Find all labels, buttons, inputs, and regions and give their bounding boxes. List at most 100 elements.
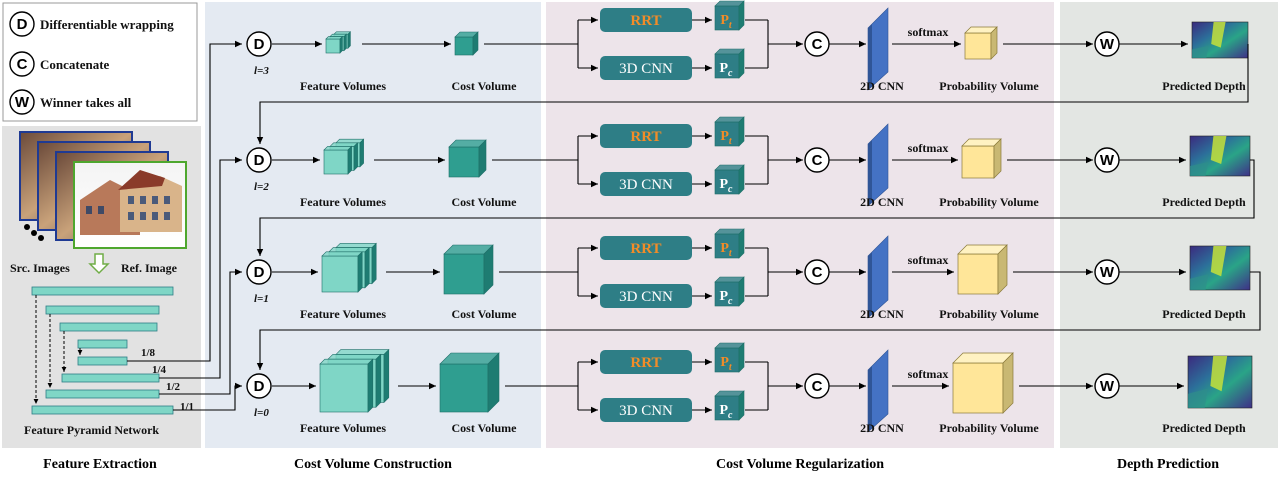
cnn3d-label: 3D CNN xyxy=(619,403,673,419)
fpn-bar xyxy=(77,339,128,349)
predicted-depth-label: Predicted Depth xyxy=(1162,79,1246,93)
wta-symbol-label: W xyxy=(1100,378,1115,395)
building-illustration xyxy=(80,170,182,235)
cnn2d-label: 2D CNN xyxy=(860,421,904,435)
pt-volume xyxy=(714,116,745,147)
level-label: l=3 xyxy=(254,65,269,77)
pc-main: P xyxy=(719,289,728,304)
legend-item-wta: W Winner takes all xyxy=(9,89,132,115)
predicted-depth-label: Predicted Depth xyxy=(1162,421,1246,435)
level-label: l=2 xyxy=(254,181,269,193)
wta-symbol-label: W xyxy=(1100,36,1115,53)
image-stack xyxy=(19,131,187,249)
probability-volume xyxy=(964,26,998,60)
pc-volume xyxy=(714,390,745,421)
predicted-depth-label: Predicted Depth xyxy=(1162,307,1246,321)
pc-label: Pc xyxy=(719,289,733,307)
ref-image-label: Ref. Image xyxy=(121,261,178,275)
cost-volume xyxy=(443,244,494,295)
rrt-label: RRT xyxy=(630,241,661,257)
cnn3d-box xyxy=(600,56,692,80)
predicted-depth-label: Predicted Depth xyxy=(1162,195,1246,209)
legend-item-warp: D Differentiable wrapping xyxy=(9,11,174,37)
pt-main: P xyxy=(720,13,729,28)
pc-main: P xyxy=(719,177,728,192)
probability-volume xyxy=(961,138,1002,179)
pt-label: Pt xyxy=(720,129,733,147)
rrt-box xyxy=(600,8,692,32)
pt-sub: t xyxy=(729,248,733,259)
legend-text-warp: Differentiable wrapping xyxy=(40,17,174,32)
fpn-bar xyxy=(45,305,160,315)
fpn-bar xyxy=(45,389,160,399)
rrt-box xyxy=(600,350,692,374)
probability-volume-label: Probability Volume xyxy=(939,195,1039,209)
pc-main: P xyxy=(719,61,728,76)
warp-symbol-label: D xyxy=(254,152,265,169)
cnn3d-box xyxy=(600,284,692,308)
warp-symbol xyxy=(246,373,272,399)
legend-item-concat: C Concatenate xyxy=(9,51,110,77)
fpn-bar xyxy=(31,405,174,415)
legend-box xyxy=(2,2,198,122)
fpn-bar xyxy=(59,322,158,332)
ellipsis-dot xyxy=(38,235,44,241)
legend-text-wta: Winner takes all xyxy=(40,95,132,110)
cost-volume xyxy=(454,31,479,56)
section-title-feature-extraction: Feature Extraction xyxy=(43,457,157,472)
softmax-label: softmax xyxy=(908,25,949,39)
section-title-cost-volume-construction: Cost Volume Construction xyxy=(294,457,452,472)
cost-volume-label: Cost Volume xyxy=(451,307,517,321)
feature-volumes-label: Feature Volumes xyxy=(300,195,386,209)
rrt-label: RRT xyxy=(630,13,661,29)
scale-label-1-1: 1/1 xyxy=(180,401,194,413)
cost-volume-label: Cost Volume xyxy=(451,195,517,209)
warp-symbol xyxy=(246,259,272,285)
warp-symbol xyxy=(246,31,272,57)
feature-volume-slice xyxy=(325,35,344,54)
predicted-depth-map xyxy=(1189,135,1251,177)
concat-symbol-label: C xyxy=(812,264,823,281)
legend-text-concat: Concatenate xyxy=(40,57,110,72)
fpn-label: Feature Pyramid Network xyxy=(24,423,159,437)
pc-label: Pc xyxy=(719,403,733,421)
feature-volumes xyxy=(323,138,365,175)
pt-label: Pt xyxy=(720,355,733,373)
pt-sub: t xyxy=(729,136,733,147)
pc-volume xyxy=(714,48,745,79)
feature-volumes-label: Feature Volumes xyxy=(300,307,386,321)
rrt-label: RRT xyxy=(630,129,661,145)
legend-symbol-w: W xyxy=(15,94,30,111)
pc-sub: c xyxy=(728,410,733,421)
pc-volume xyxy=(714,164,745,195)
feedback-connector xyxy=(256,271,1261,370)
cnn2d-slab xyxy=(867,7,889,91)
probability-volume xyxy=(957,244,1008,295)
feature-volumes-label: Feature Volumes xyxy=(300,421,386,435)
pc-volume xyxy=(714,276,745,307)
section-title-cost-volume-regularization: Cost Volume Regularization xyxy=(716,457,884,472)
feature-volume-slice xyxy=(321,251,363,293)
pt-volume xyxy=(714,342,745,373)
cnn2d-label: 2D CNN xyxy=(860,79,904,93)
pt-label: Pt xyxy=(720,13,733,31)
cnn2d-slab xyxy=(867,349,889,433)
src-images-label: Src. Images xyxy=(10,261,70,275)
fpn-bar xyxy=(31,286,174,296)
pc-label: Pc xyxy=(719,61,733,79)
cnn2d-label: 2D CNN xyxy=(860,195,904,209)
pc-main: P xyxy=(719,403,728,418)
pt-sub: t xyxy=(729,362,733,373)
rrt-box xyxy=(600,236,692,260)
legend-symbol-d: D xyxy=(17,16,28,33)
probability-volume-label: Probability Volume xyxy=(939,307,1039,321)
legend-symbol-c: C xyxy=(17,56,28,73)
pt-main: P xyxy=(720,129,729,144)
pc-sub: c xyxy=(728,184,733,195)
cnn3d-label: 3D CNN xyxy=(619,289,673,305)
probability-volume xyxy=(952,352,1014,414)
